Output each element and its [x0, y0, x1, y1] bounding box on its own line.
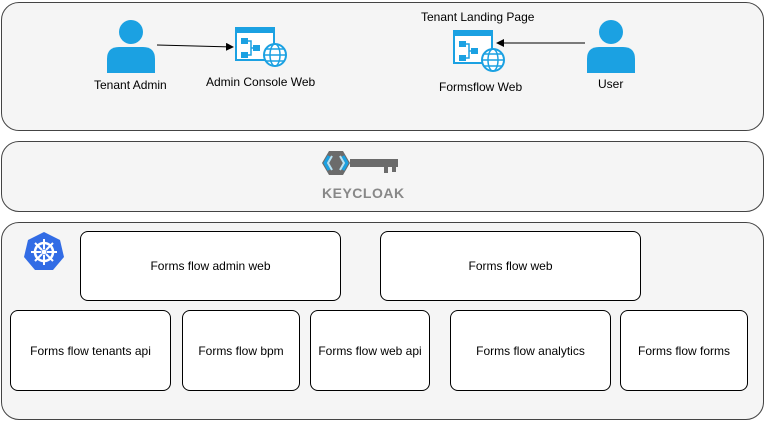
- tenant-admin-person-icon: [107, 20, 155, 73]
- user-person-icon: [587, 20, 635, 73]
- keycloak-logo-text: KEYCLOAK: [322, 185, 405, 201]
- admin-console-web-app-icon: [235, 27, 287, 67]
- forms-flow-forms-box: Forms flow forms: [620, 310, 748, 391]
- forms-flow-tenants-api-box: Forms flow tenants api: [10, 310, 171, 391]
- keycloak-logo: [322, 151, 398, 175]
- admin-console-web-label: Admin Console Web: [206, 75, 316, 89]
- keycloak-panel: [1, 141, 764, 212]
- admin-to-console-arrow: [156, 42, 234, 51]
- user-label: User: [598, 77, 624, 91]
- forms-flow-web-box: Forms flow web: [380, 231, 641, 301]
- formsflow-web-app-icon: [453, 30, 505, 72]
- tenant-admin-label: Tenant Admin: [94, 78, 167, 92]
- forms-flow-bpm-box: Forms flow bpm: [182, 310, 300, 391]
- connector-arrows: [156, 39, 585, 51]
- forms-flow-admin-web-box: Forms flow admin web: [80, 231, 341, 301]
- formsflow-web-label: Formsflow Web: [439, 80, 523, 94]
- forms-flow-analytics-box: Forms flow analytics: [450, 310, 611, 391]
- tenant-landing-page-label: Tenant Landing Page: [421, 10, 535, 24]
- kubernetes-icon: [24, 232, 64, 270]
- forms-flow-web-api-box: Forms flow web api: [310, 310, 430, 391]
